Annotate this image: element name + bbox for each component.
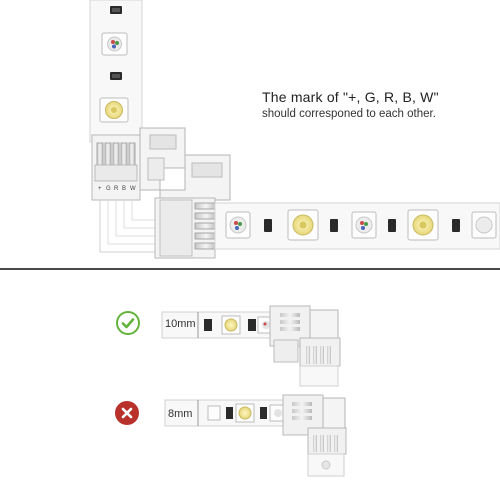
svg-text:W: W	[130, 186, 136, 192]
led-chip	[351, 211, 377, 239]
resistor-component	[452, 219, 460, 232]
connector-pins-vertical	[96, 142, 136, 166]
instruction-caption: The mark of "+, G, R, B, W" should corre…	[262, 89, 492, 120]
svg-text:B: B	[122, 186, 126, 192]
example-correct-assembly	[161, 305, 341, 387]
caption-title: The mark of "+, G, R, B, W"	[262, 89, 439, 105]
connector-pins-horizontal	[194, 202, 218, 250]
cross-icon	[115, 401, 139, 425]
connector-marks-vertical: + G R B W	[98, 186, 136, 192]
led-chip	[225, 211, 251, 239]
led-chip	[101, 32, 128, 56]
vertical-led-strip	[89, 0, 143, 143]
horizontal-led-strip	[214, 202, 500, 250]
resistor-component	[388, 219, 396, 232]
led-chip-white	[99, 97, 129, 123]
led-chip-white	[407, 209, 439, 241]
resistor-component	[330, 219, 338, 232]
resistor-component	[264, 219, 272, 232]
resistor-component	[110, 72, 122, 80]
svg-text:G: G	[106, 186, 111, 192]
led-chip	[471, 211, 497, 239]
l-connector	[91, 127, 231, 259]
caption-subtitle: should corresponed to each other.	[262, 108, 436, 120]
led-chip-white	[287, 209, 319, 241]
svg-text:R: R	[114, 186, 119, 192]
gap-label-wrong: 8mm	[168, 408, 193, 420]
svg-text:+: +	[98, 186, 102, 192]
section-divider	[0, 268, 500, 270]
check-icon	[116, 311, 140, 335]
resistor-component	[110, 6, 122, 14]
example-wrong-assembly	[164, 394, 347, 477]
gap-label-correct: 10mm	[165, 318, 196, 330]
